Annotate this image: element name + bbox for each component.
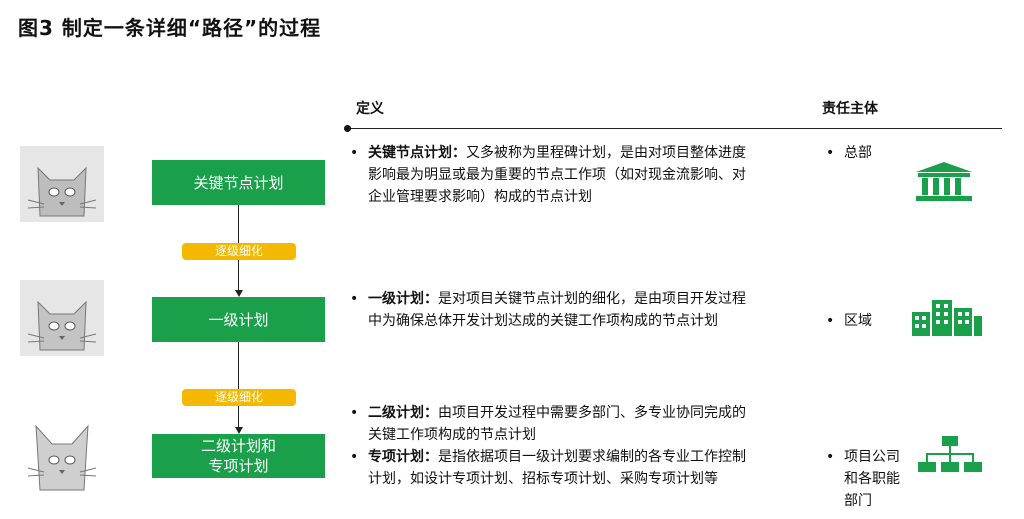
box-label: 关键节点计划 [193,173,284,192]
key-milestone-plan-box: 关键节点计划 [152,160,325,205]
responsible-header: 责任主体 [822,101,878,117]
definition-item: 二级计划：由项目开发过程中需要多部门、多专业协同完成的关键工作项构成的节点计划 [346,402,750,446]
arrow-head-2 [235,427,243,434]
refine-tag-1: 逐级细化 [182,243,296,260]
responsible-hq: 总部 [818,142,1024,164]
box-label: 一级计划 [208,310,269,329]
arrow-head-1 [235,290,243,297]
building-icon [916,162,972,201]
definition-item: 一级计划：是对项目关键节点计划的细化，是由项目开发过程中为确保总体开发计划达成的… [346,288,750,332]
cat-photo-2 [20,280,104,356]
connector-line-2 [238,342,239,430]
definition-item: 专项计划：是指依据项目一级计划要求编制的各专业工作控制计划，如设计专项计划、招标… [346,446,750,490]
box-label-line-2: 专项计划 [208,457,269,475]
responsible-project: 项目公司和各职能部门 [818,446,904,512]
level2-special-plan-box: 二级计划和 专项计划 [152,434,325,478]
definition-block-3: 二级计划：由项目开发过程中需要多部门、多专业协同完成的关键工作项构成的节点计划 … [346,402,750,490]
cat-photo-1 [20,146,104,222]
header-divider [346,128,1002,129]
divider-dot [344,125,351,132]
definition-block-1: 关键节点计划：又多被称为里程碑计划，是由对项目整体进度影响最为明显或最为重要的节… [346,142,750,208]
cat-photo-3 [20,418,104,494]
definition-header: 定义 [356,101,384,117]
page-title: 图3 制定一条详细“路径”的过程 [18,16,322,40]
definition-item: 关键节点计划：又多被称为里程碑计划，是由对项目整体进度影响最为明显或最为重要的节… [346,142,750,208]
level1-plan-box: 一级计划 [152,297,325,342]
responsible-region: 区域 [818,310,1024,332]
box-label-line-1: 二级计划和 [200,437,276,455]
refine-tag-2: 逐级细化 [182,389,296,406]
definition-block-2: 一级计划：是对项目关键节点计划的细化，是由项目开发过程中为确保总体开发计划达成的… [346,288,750,332]
org-chart-icon [918,436,982,472]
office-buildings-icon [912,300,982,336]
